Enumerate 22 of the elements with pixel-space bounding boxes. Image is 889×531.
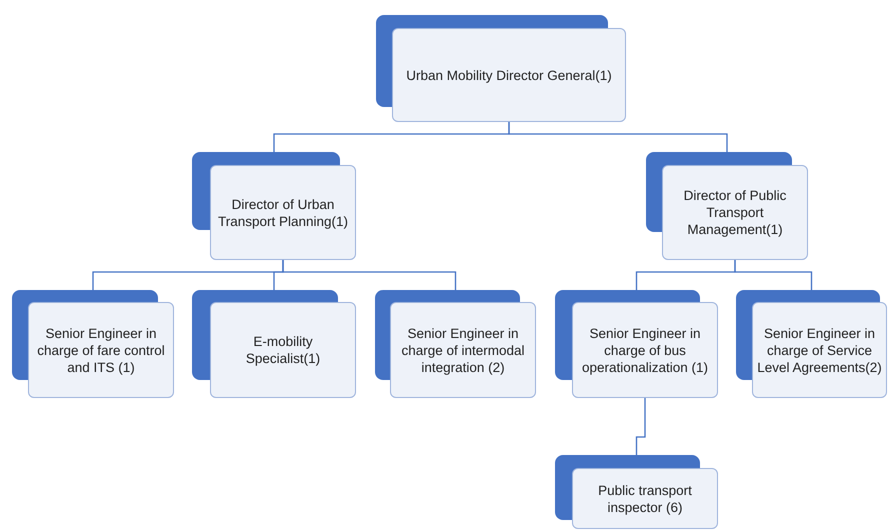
- connector-line: [636, 398, 646, 455]
- position-title: Director of Urban Transport Planning(1): [216, 196, 350, 230]
- position-card: [375, 290, 536, 398]
- position-title: Director of Public Transport Management(1): [682, 187, 788, 238]
- position-card: [192, 290, 356, 398]
- position-title: Senior Engineer in charge of Service Level Agreements(2): [757, 324, 882, 376]
- position-card: [555, 455, 718, 529]
- position-card: [555, 290, 718, 398]
- position-title: Senior Engineer in charge of intermodal integration (2): [400, 324, 526, 376]
- position-title: E-mobility Specialist(1): [244, 333, 322, 367]
- position-card: [192, 152, 356, 260]
- position-title: Senior Engineer in charge of bus operationalization (1): [580, 324, 710, 376]
- position-card: [646, 152, 808, 260]
- position-title: Public transport inspector (6): [597, 482, 693, 516]
- position-title: Senior Engineer in charge of fare control and ITS (1): [36, 324, 166, 376]
- position-card: [12, 290, 174, 398]
- position-card: [736, 290, 887, 398]
- connector-line: [282, 260, 456, 290]
- position-title: Urban Mobility Director General(1): [406, 66, 612, 84]
- position-card: [376, 15, 626, 122]
- connector-line: [734, 260, 812, 290]
- connector-line: [508, 122, 728, 152]
